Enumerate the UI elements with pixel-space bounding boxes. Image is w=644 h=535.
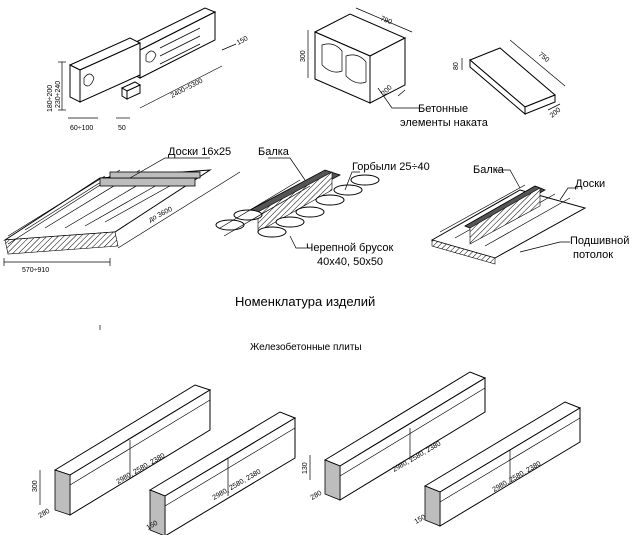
rib-base2-dim-right: 150 (414, 514, 428, 526)
section-title: Номенклатура изделий (235, 294, 375, 309)
ribbed-slab-left-group: 300 280 2980, 2580, 2380 2980, 2580, 238… (32, 384, 297, 535)
boards-label: Доски 16х25 (168, 146, 231, 158)
beam-label-right: Балка (473, 164, 505, 176)
block1-height-dim: 180÷200 (47, 85, 54, 112)
boards-label-right: Доски (575, 178, 605, 190)
cranial-bar-line1: Черепной брусок (306, 242, 393, 254)
ceiling-label-line2: потолок (573, 249, 613, 261)
beam-with-ceiling-figure (430, 184, 587, 265)
block2-height-dim: 300 (300, 50, 307, 62)
slabs-label: Горбыли 25÷40 (352, 161, 430, 173)
block2-length-dim: 790 (379, 15, 393, 26)
block1-depth-dim: 150 (236, 35, 250, 47)
block3-length-dim: 750 (537, 51, 551, 64)
blocks-caption-line1: Бетонные (418, 103, 468, 115)
subsection-title: Железобетонные плиты (250, 341, 362, 353)
hollow-beam-block-figure: 180÷200 230÷240 60÷100 50 2400÷5300 150 (47, 7, 250, 132)
rib-height2-dim-right: 130 (302, 462, 309, 474)
block1-width-dim: 60÷100 (70, 125, 93, 132)
board-panel-figure: до 3600 570÷910 (3, 169, 241, 274)
block1-length-dim: 2400÷5300 (170, 78, 204, 100)
beam-with-slabs-figure (215, 169, 380, 238)
block1-small-dim: 50 (118, 125, 126, 132)
panel-width-dim: 570÷910 (22, 267, 49, 274)
block1-height2-dim: 230÷240 (55, 81, 62, 108)
cranial-bar-line2: 40х40, 50х50 (317, 256, 383, 268)
rib-base-dim-left: 280 (38, 508, 52, 520)
ceiling-label-line1: Подшивной (570, 235, 629, 247)
rib-height-dim-left: 300 (32, 480, 39, 492)
ribbed-slab-right-group: 130 280 2980, 2580, 2380 2980, 2580, 238… (302, 371, 582, 527)
rib-base2-dim-left: 150 (146, 520, 160, 532)
flat-slab-figure: 750 80 200 (453, 39, 566, 120)
block3-height-dim: 80 (453, 62, 460, 70)
beam-label-mid: Балка (258, 146, 290, 158)
rib-base-dim-right: 280 (310, 490, 324, 502)
hollow-concrete-block-figure: 300 790 200 (300, 7, 413, 104)
blocks-caption-line2: элементы наката (400, 117, 489, 129)
